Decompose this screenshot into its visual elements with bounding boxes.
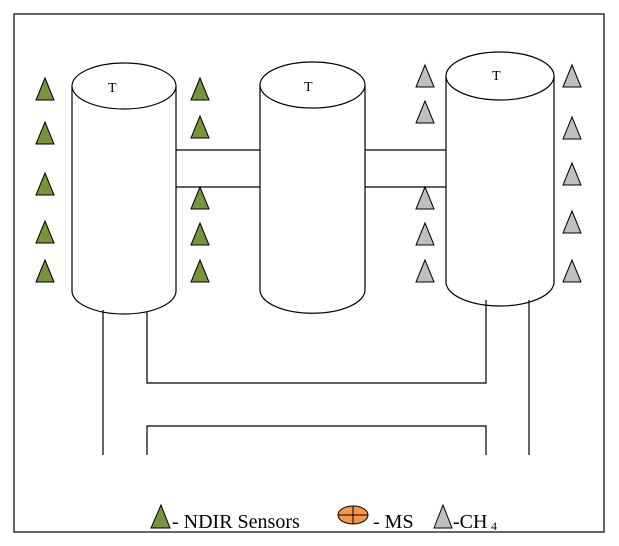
ndir-sensor-icon [190,76,210,101]
ndir-sensor-icon [35,258,55,283]
connector-pipes [176,149,446,188]
diagram-frame [13,13,605,533]
ch4-sensors-right-outer [562,63,582,283]
outlet-pipes [102,300,530,455]
outlet-inner-loop [146,300,487,384]
ch4-sensor-icon [415,185,435,210]
ch4-sensor-icon [562,161,582,186]
gray-triangle-icon [433,503,453,529]
ndir-sensor-icon [190,185,210,210]
tank-middle: T [259,61,366,314]
ch4-sensor-icon [562,209,582,234]
ndir-sensor-icon [35,76,55,101]
ndir-sensor-icon [35,120,55,145]
ch4-sensor-icon [562,63,582,88]
tank-middle-label: T [304,80,313,95]
legend-ch4-subscript: 4 [491,519,497,533]
legend-ch4-label: -CH [453,511,487,533]
ch4-sensor-icon [562,258,582,283]
ch4-sensor-icon [415,99,435,124]
ndir-sensor-icon [190,114,210,139]
orange-circle-cross-icon [337,505,369,525]
ch4-sensor-icon [415,221,435,246]
ndir-sensor-icon [190,221,210,246]
tank-right: T [445,51,555,307]
tank-left: T [71,62,177,315]
ndir-sensor-icon [35,219,55,244]
ndir-sensors-left-inner [190,76,210,283]
legend: - NDIR Sensors - MS -CH 4 [150,503,497,533]
ch4-sensor-icon [562,115,582,140]
ndir-sensor-icon [190,258,210,283]
ch4-sensors-right-inner [415,63,435,283]
ndir-sensors-left-outer [35,76,55,283]
legend-ms-label: - MS [368,511,419,533]
legend-ndir-label: - NDIR Sensors [172,511,300,533]
ch4-sensor-icon [415,258,435,283]
ndir-sensor-icon [35,171,55,196]
tank-right-label: T [492,69,501,84]
ch4-sensor-icon [415,63,435,88]
green-triangle-icon [150,503,171,529]
tank-left-label: T [108,81,117,96]
outlet-lower-loop [146,425,487,455]
